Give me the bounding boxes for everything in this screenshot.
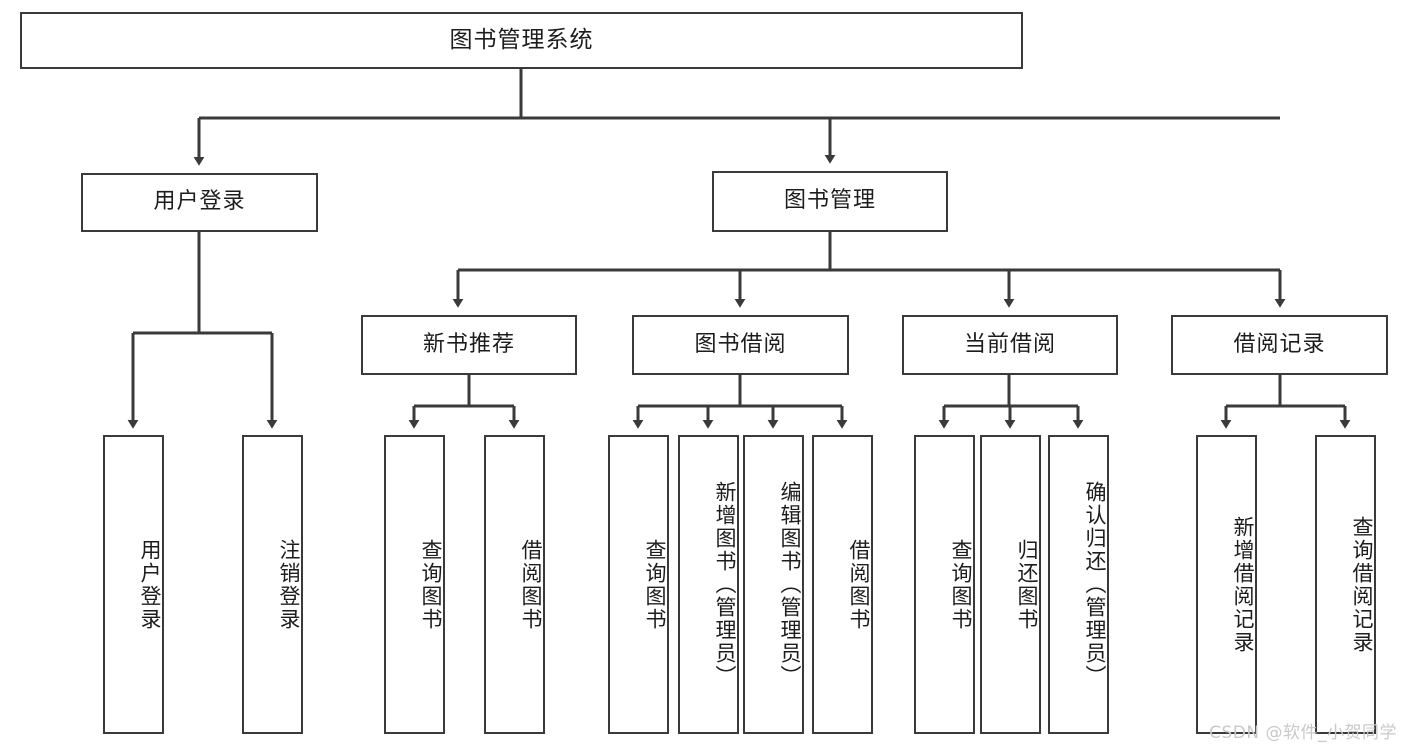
node-label: 当前借阅 — [963, 331, 1056, 357]
node-book-management[interactable]: 图书管理 — [712, 171, 948, 232]
node-leaf-add-borrow-record[interactable]: 新增借阅记录 — [1196, 435, 1257, 734]
node-leaf-borrow-book-2[interactable]: 借阅图书 — [812, 435, 873, 734]
node-leaf-return-book[interactable]: 归还图书 — [980, 435, 1041, 734]
node-label: 新增图书（管理员） — [713, 481, 737, 688]
node-current-borrow[interactable]: 当前借阅 — [902, 315, 1118, 375]
node-label: 注销登录 — [277, 538, 301, 631]
node-label: 查询借阅记录 — [1350, 515, 1374, 654]
node-label: 新增借阅记录 — [1231, 515, 1255, 654]
node-user-login[interactable]: 用户登录 — [81, 173, 318, 232]
node-leaf-edit-book[interactable]: 编辑图书（管理员） — [743, 435, 804, 734]
node-new-book-recommend[interactable]: 新书推荐 — [361, 315, 577, 375]
node-leaf-confirm-return[interactable]: 确认归还（管理员） — [1048, 435, 1109, 734]
watermark: CSDN @软件_小贺同学 — [1209, 723, 1397, 743]
node-book-management-system[interactable]: 图书管理系统 — [20, 12, 1023, 69]
node-leaf-logout-login[interactable]: 注销登录 — [242, 435, 303, 734]
node-label: 归还图书 — [1015, 538, 1039, 631]
node-leaf-query-borrow-record[interactable]: 查询借阅记录 — [1315, 435, 1376, 734]
node-label: 用户登录 — [138, 538, 162, 631]
node-borrow-record[interactable]: 借阅记录 — [1171, 315, 1388, 375]
node-book-borrow[interactable]: 图书借阅 — [632, 315, 849, 375]
node-label: 编辑图书（管理员） — [778, 481, 802, 688]
node-leaf-query-book-3[interactable]: 查询图书 — [914, 435, 975, 734]
node-label: 图书管理系统 — [449, 26, 594, 53]
node-label: 查询图书 — [949, 538, 973, 631]
node-label: 新书推荐 — [422, 331, 515, 357]
node-label: 借阅图书 — [847, 538, 871, 631]
node-label: 图书借阅 — [694, 331, 787, 357]
node-leaf-query-book-1[interactable]: 查询图书 — [384, 435, 445, 734]
node-leaf-query-book-2[interactable]: 查询图书 — [608, 435, 669, 734]
node-label: 确认归还（管理员） — [1083, 481, 1107, 688]
node-leaf-user-login[interactable]: 用户登录 — [103, 435, 164, 734]
node-label: 借阅图书 — [519, 538, 543, 631]
node-label: 查询图书 — [643, 538, 667, 631]
node-label: 图书管理 — [783, 188, 876, 214]
node-label: 借阅记录 — [1233, 331, 1326, 357]
node-leaf-borrow-book-1[interactable]: 借阅图书 — [484, 435, 545, 734]
node-label: 查询图书 — [419, 538, 443, 631]
node-label: 用户登录 — [153, 189, 246, 215]
node-leaf-add-book[interactable]: 新增图书（管理员） — [678, 435, 739, 734]
